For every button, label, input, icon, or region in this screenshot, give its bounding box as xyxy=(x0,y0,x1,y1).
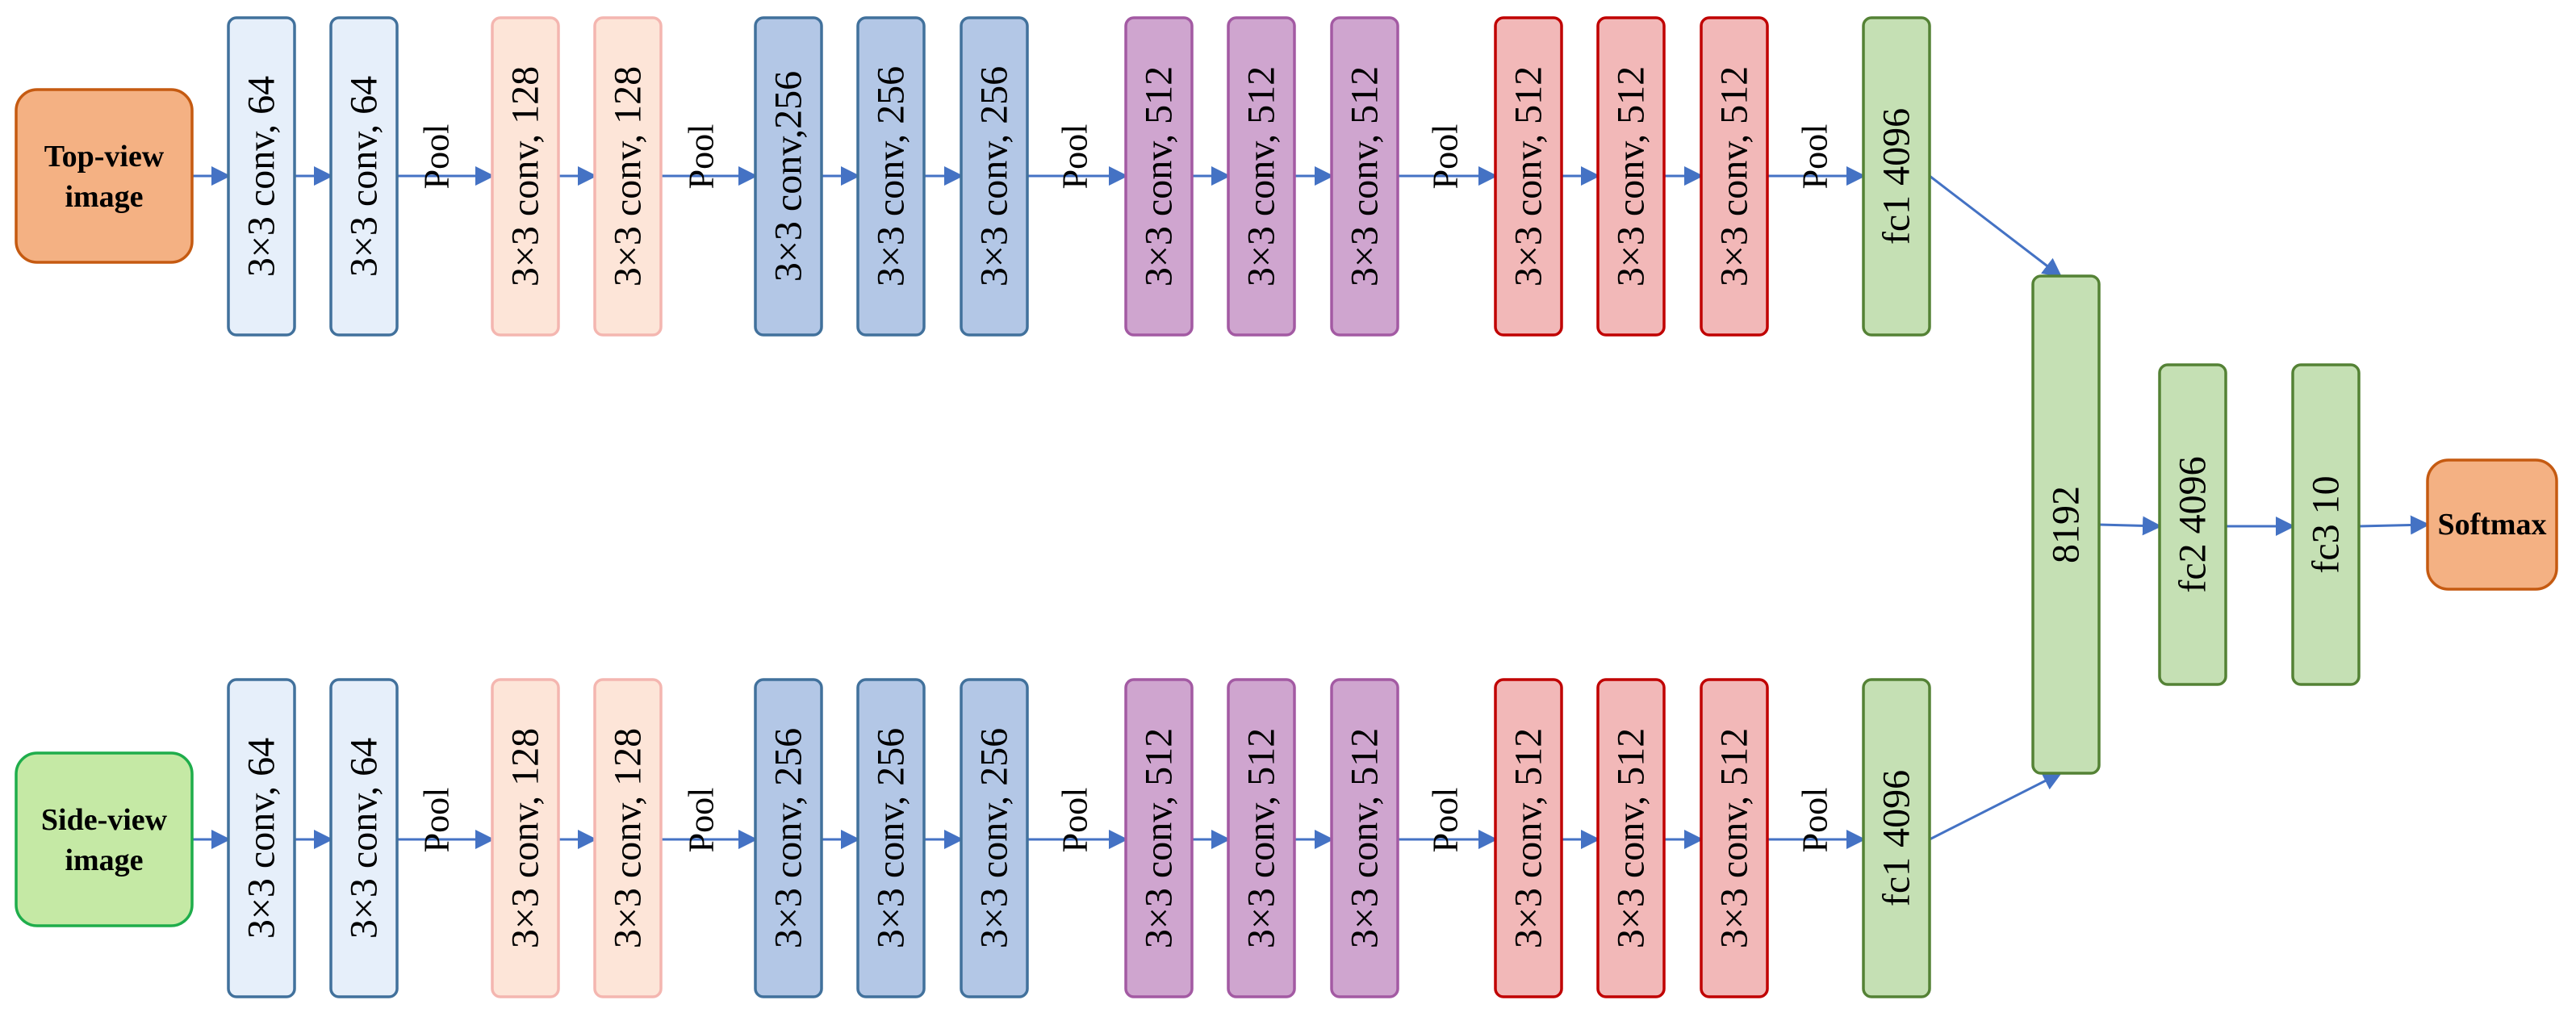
top-conv-block-10 xyxy=(1124,16,1194,337)
fc3-to-softmax-arrow xyxy=(2358,515,2430,535)
side-conv-label-1: 3×3 conv, 64 xyxy=(343,738,386,939)
side-fc1-to-concat-arrow xyxy=(1929,772,2063,841)
top-pool-label-9: Pool xyxy=(1056,124,1095,190)
side-pool-label-17: Pool xyxy=(1796,788,1835,853)
concat-label: 8192 xyxy=(2045,486,2088,563)
side-pool-label-5: Pool xyxy=(682,788,721,853)
side-conv-label-15: 3×3 conv, 512 xyxy=(1610,728,1653,948)
fc3-block xyxy=(2291,363,2361,686)
side-conv-block-3 xyxy=(491,678,560,998)
top-pool-label-2: Pool xyxy=(417,124,457,190)
side-conv-block-16 xyxy=(1700,678,1769,998)
top-fc1-label: fc1 4096 xyxy=(1876,108,1918,245)
top-conv-block-8 xyxy=(960,16,1029,337)
side-conv-label-10: 3×3 conv, 512 xyxy=(1138,728,1181,948)
side-pool-label-13: Pool xyxy=(1426,788,1466,853)
side-conv-label-8: 3×3 conv, 256 xyxy=(973,728,1016,948)
nodes-layer: Top-view image 3×3 conv, 64 3×3 conv, 64 Poo… xyxy=(15,16,2558,998)
top-fc1-block xyxy=(1862,16,1931,337)
top-conv-label-6: 3×3 conv,256 xyxy=(767,71,810,282)
top-conv-label-10: 3×3 conv, 512 xyxy=(1138,66,1181,287)
side-conv-block-7 xyxy=(856,678,926,998)
top-conv-block-11 xyxy=(1227,16,1296,337)
side-conv-label-12: 3×3 conv, 512 xyxy=(1344,728,1386,948)
top-conv-block-16 xyxy=(1700,16,1769,337)
top-conv-label-14: 3×3 conv, 512 xyxy=(1508,66,1550,287)
side-conv-label-6: 3×3 conv, 256 xyxy=(767,728,810,948)
top-conv-block-14 xyxy=(1494,16,1563,337)
top-conv-label-11: 3×3 conv, 512 xyxy=(1240,66,1283,287)
softmax-box xyxy=(2426,458,2558,591)
side-input-label-line2: image xyxy=(65,843,143,877)
top-pool-label-13: Pool xyxy=(1426,124,1466,190)
fc2-block xyxy=(2158,363,2227,686)
side-input-label-line1: Side-view xyxy=(41,803,168,837)
side-fc1-label: fc1 4096 xyxy=(1876,770,1918,906)
top-conv-block-6 xyxy=(754,16,823,337)
fc3-label: fc3 10 xyxy=(2305,475,2348,573)
side-conv-label-14: 3×3 conv, 512 xyxy=(1508,728,1550,948)
top-conv-block-1 xyxy=(329,16,399,337)
top-conv-label-7: 3×3 conv, 256 xyxy=(870,66,913,287)
concat-to-fc2-arrow xyxy=(2098,516,2162,536)
side-conv-block-10 xyxy=(1124,678,1194,998)
concat-block xyxy=(2031,274,2101,775)
top-conv-label-16: 3×3 conv, 512 xyxy=(1713,66,1756,287)
top-conv-label-1: 3×3 conv, 64 xyxy=(343,76,386,277)
side-fc1-block xyxy=(1862,678,1931,998)
top-input-box xyxy=(15,88,194,264)
top-input-label-line2: image xyxy=(65,180,143,214)
side-conv-label-16: 3×3 conv, 512 xyxy=(1713,728,1756,948)
side-input-box xyxy=(15,751,194,927)
top-input-label-line1: Top-view xyxy=(44,140,165,174)
side-conv-block-12 xyxy=(1330,678,1399,998)
top-conv-block-0 xyxy=(227,16,296,337)
side-conv-label-3: 3×3 conv, 128 xyxy=(504,728,547,948)
side-conv-block-4 xyxy=(593,678,663,998)
side-conv-block-14 xyxy=(1494,678,1563,998)
top-conv-label-4: 3×3 conv, 128 xyxy=(607,66,650,287)
top-conv-label-8: 3×3 conv, 256 xyxy=(973,66,1016,287)
fc2-label: fc2 4096 xyxy=(2172,456,2214,592)
side-conv-label-11: 3×3 conv, 512 xyxy=(1240,728,1283,948)
top-conv-block-3 xyxy=(491,16,560,337)
top-conv-label-3: 3×3 conv, 128 xyxy=(504,66,547,287)
top-conv-block-4 xyxy=(593,16,663,337)
top-conv-block-15 xyxy=(1596,16,1666,337)
top-conv-label-15: 3×3 conv, 512 xyxy=(1610,66,1653,287)
top-pool-label-5: Pool xyxy=(682,124,721,190)
side-conv-label-4: 3×3 conv, 128 xyxy=(607,728,650,948)
side-pool-label-2: Pool xyxy=(417,788,457,853)
side-conv-block-1 xyxy=(329,678,399,998)
side-conv-block-0 xyxy=(227,678,296,998)
top-conv-block-7 xyxy=(856,16,926,337)
side-conv-block-15 xyxy=(1596,678,1666,998)
side-conv-block-11 xyxy=(1227,678,1296,998)
arrows-layer xyxy=(192,166,2430,849)
side-conv-block-6 xyxy=(754,678,823,998)
side-conv-block-8 xyxy=(960,678,1029,998)
top-fc1-to-concat-arrow xyxy=(1929,174,2063,278)
top-conv-block-12 xyxy=(1330,16,1399,337)
side-conv-label-7: 3×3 conv, 256 xyxy=(870,728,913,948)
side-pool-label-9: Pool xyxy=(1056,788,1095,853)
top-conv-label-12: 3×3 conv, 512 xyxy=(1344,66,1386,287)
top-pool-label-17: Pool xyxy=(1796,124,1835,190)
softmax-label: Softmax xyxy=(2437,508,2546,542)
top-conv-label-0: 3×3 conv, 64 xyxy=(240,76,283,277)
side-conv-label-0: 3×3 conv, 64 xyxy=(240,738,283,939)
